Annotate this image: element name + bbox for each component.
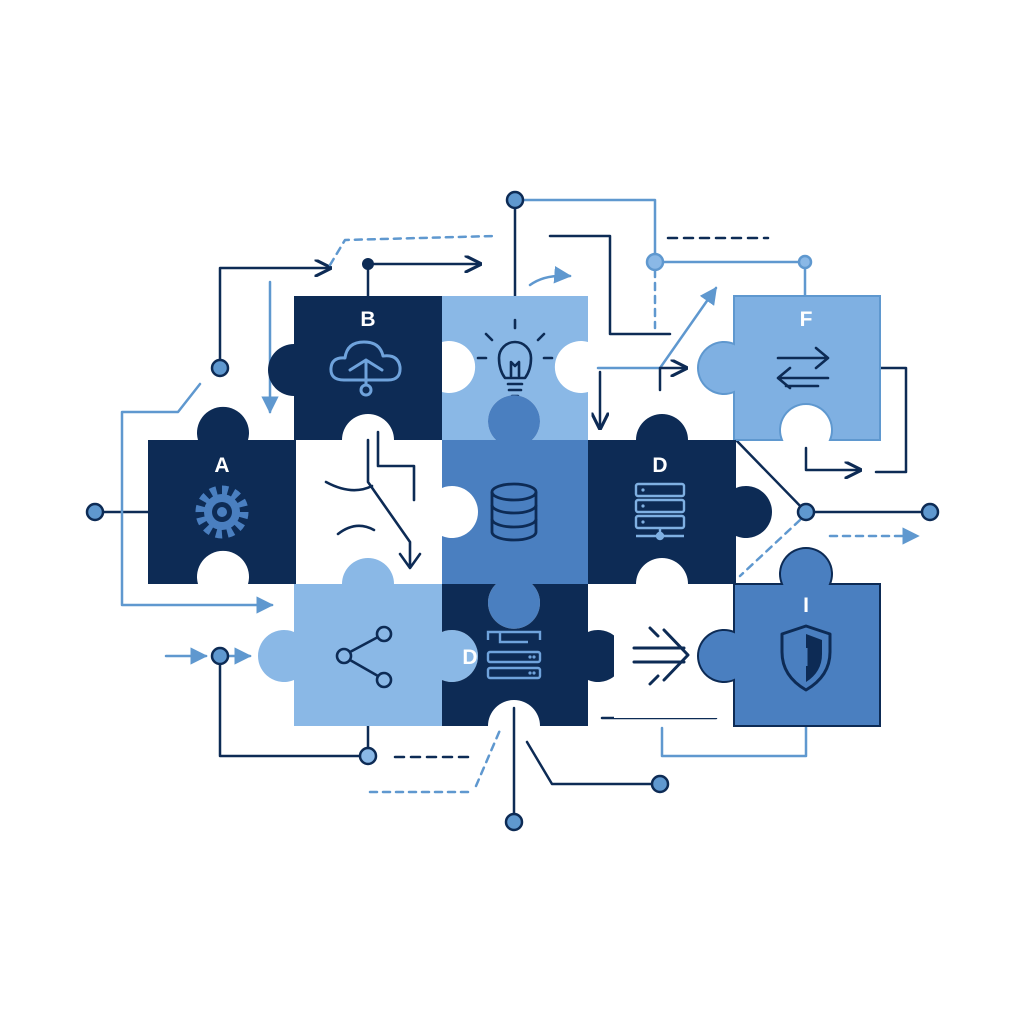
piece-f-label: F [800,308,813,331]
piece-i: I [697,547,881,727]
sync-arrows-icon [776,346,830,390]
piece-share [258,558,479,726]
node-dot [920,502,940,522]
connector-line [525,740,662,786]
gear-icon [195,485,249,539]
cloud-network-icon [329,340,402,397]
connector-line [366,264,480,298]
node-dot [797,254,813,270]
node-dot [210,646,230,666]
piece-b-label: B [360,308,375,331]
piece-d-server: D [588,414,773,584]
shield-icon [780,624,832,692]
connector-line [734,438,808,514]
connector-line [218,654,370,758]
network-hub-icon [486,630,542,680]
piece-b: B [268,296,442,440]
piece-database [442,395,588,629]
piece-arrow [614,584,734,718]
connector-line [548,234,672,336]
server-icon [634,482,686,541]
piece-flow-shape [296,440,442,584]
connector-line [874,366,908,474]
node-dot [362,258,374,270]
database-icon [490,482,538,542]
piece-f: F [697,295,881,441]
piece-i-label: I [803,594,809,617]
connector-line [804,446,860,470]
piece-flow [296,430,442,584]
connector-line [660,724,808,758]
connector-line [218,268,330,370]
share-icon [335,625,393,689]
piece-d-hub-shape [442,584,625,726]
connector-line [528,266,572,287]
node-dot [645,252,665,272]
connector-line [328,234,497,267]
connector-line [596,286,718,370]
piece-a: A [148,406,333,584]
piece-idea-shape [442,296,588,440]
node-dot [210,358,230,378]
piece-arrow-shape [614,584,734,718]
node-dot [505,190,525,210]
connector-line [658,368,686,392]
piece-d-hub: D [442,584,625,726]
connector-line [738,518,802,578]
piece-a-label: A [214,454,229,477]
connector-nodes [85,190,940,832]
piece-d-server-label: D [652,454,667,477]
node-dot [358,746,378,766]
flow-arrow-icon [324,430,422,570]
node-dot [650,774,670,794]
piece-a-shape [148,406,333,584]
node-dot [504,812,524,832]
connector-line [513,198,807,298]
node-dot [85,502,105,522]
connector-line [474,728,502,788]
piece-d-hub-label: D [462,646,477,669]
node-dot [796,502,816,522]
piece-i-shape [697,547,881,727]
double-arrow-icon [632,626,690,686]
connector-line [120,382,274,614]
